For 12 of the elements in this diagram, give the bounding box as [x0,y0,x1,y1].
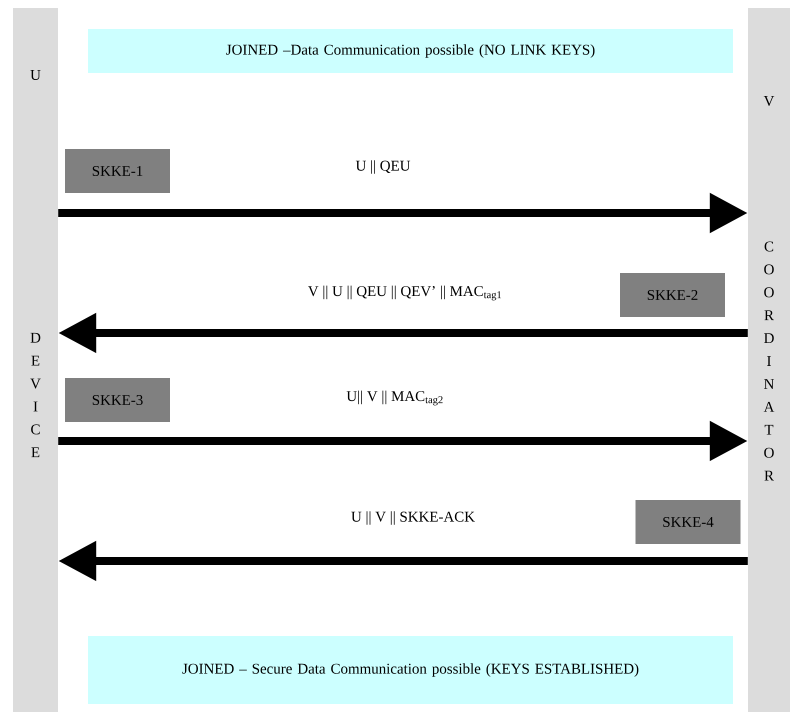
edge-label: U || V || SKKE-ACK [350,510,476,526]
edge-label: U|| V || MAC$_{tag2}$ [345,390,445,406]
edge-label: V || U || QEU || QEV’ || MAC$_{tag1}$ [306,284,504,302]
step-box: SKKE-4 [636,500,740,544]
edge-label: U || QEU [354,159,412,175]
state-band: JOINED –Data Communication possible (NO LINK KEYS) [88,29,733,73]
step-box: SKKE-3 [65,378,170,422]
lifeline-bar: U DEVICE [13,8,58,712]
lifeline-bar: V COORDINATOR [748,8,790,712]
step-box: SKKE-2 [620,273,725,317]
step-box: SKKE-1 [65,149,170,193]
state-band: JOINED – Secure Data Communication possible (KEYS ESTABLISHED) [88,636,733,704]
